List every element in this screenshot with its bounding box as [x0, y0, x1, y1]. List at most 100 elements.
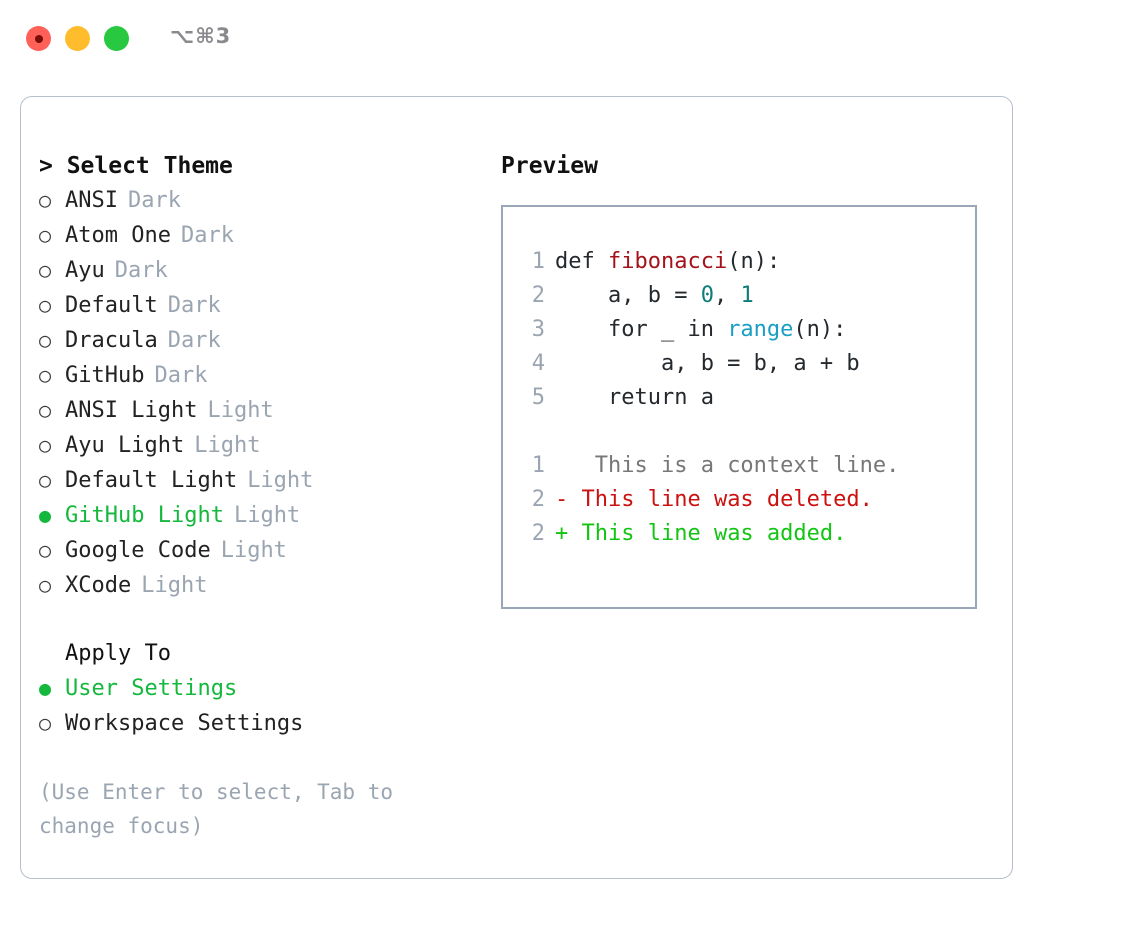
radio-unselected-icon[interactable]: ○ — [39, 398, 52, 422]
theme-option-variant: Dark — [127, 188, 181, 213]
code-token: range — [727, 317, 794, 342]
code-line: 5 return a — [503, 381, 975, 415]
code-token: 0 — [700, 283, 714, 308]
theme-option-default-light[interactable]: ○ Default Light Light — [39, 463, 479, 498]
theme-option-variant: Dark — [114, 258, 168, 283]
apply-to-option-user-settings[interactable]: ● User Settings — [39, 671, 479, 706]
code-token: return a — [555, 385, 714, 410]
diff-line-del: 2- This line was deleted. — [503, 483, 975, 517]
theme-option-ayu[interactable]: ○ Ayu Dark — [39, 253, 479, 288]
radio-unselected-icon[interactable]: ○ — [39, 433, 52, 457]
theme-option-github-light[interactable]: ● GitHub Light Light — [39, 498, 479, 533]
line-number: 2 — [531, 521, 545, 546]
line-number: 3 — [531, 317, 545, 342]
radio-unselected-icon[interactable]: ○ — [39, 538, 52, 562]
radio-unselected-icon[interactable]: ○ — [39, 328, 52, 352]
theme-option-google-code[interactable]: ○ Google Code Light — [39, 533, 479, 568]
code-token: (n): — [793, 317, 847, 342]
code-token: a, b = b, a + b — [555, 351, 860, 376]
close-button[interactable] — [26, 26, 51, 51]
theme-option-default[interactable]: ○ Default Dark — [39, 288, 479, 323]
apply-to-header: Apply To — [65, 641, 171, 666]
code-token: a, b = — [555, 283, 701, 308]
diff-text: This line was deleted. — [568, 487, 873, 512]
diff-text: This line was added. — [568, 521, 847, 546]
apply-to-option-label: Workspace Settings — [65, 711, 304, 736]
diff-marker — [555, 449, 568, 483]
theme-option-ansi[interactable]: ○ ANSI Dark — [39, 183, 479, 218]
window-controls — [26, 26, 129, 51]
diff-text: This is a context line. — [568, 453, 900, 478]
code-line: 1 def fibonacci(n): — [503, 245, 975, 279]
radio-unselected-icon[interactable]: ○ — [39, 363, 52, 387]
theme-option-label: XCode — [65, 573, 132, 598]
theme-option-variant: Light — [220, 538, 287, 563]
radio-unselected-icon[interactable]: ○ — [39, 258, 52, 282]
preview-spacer — [503, 415, 975, 449]
radio-selected-icon[interactable]: ● — [39, 503, 52, 527]
line-number: 2 — [531, 283, 545, 308]
radio-unselected-icon[interactable]: ○ — [39, 573, 52, 597]
theme-option-xcode[interactable]: ○ XCode Light — [39, 568, 479, 603]
select-theme-header: > Select Theme — [39, 153, 233, 179]
radio-unselected-icon[interactable]: ○ — [39, 468, 52, 492]
line-number: 1 — [531, 453, 545, 478]
diff-sample: 1 This is a context line.2- This line wa… — [503, 449, 975, 551]
code-token: fibonacci — [607, 249, 728, 274]
maximize-button[interactable] — [104, 26, 129, 51]
theme-option-label: Dracula — [65, 328, 158, 353]
theme-option-variant: Dark — [180, 223, 234, 248]
radio-unselected-icon[interactable]: ○ — [39, 223, 52, 247]
code-token: 1 — [740, 283, 754, 308]
apply-to-option-label: User Settings — [65, 676, 238, 701]
theme-option-label: Ayu — [65, 258, 105, 283]
code-token: def — [555, 249, 608, 274]
apply-to-section: Apply To ● User Settings ○ Workspace Settin… — [39, 637, 479, 741]
preview-title: Preview — [501, 153, 598, 179]
theme-option-variant: Light — [207, 398, 274, 423]
diff-line-add: 2 + This line was added. — [503, 517, 975, 551]
line-number: 2 — [531, 487, 545, 512]
code-token: , — [713, 283, 741, 308]
diff-marker: - — [555, 487, 569, 512]
radio-unselected-icon[interactable]: ○ — [39, 711, 52, 735]
radio-selected-icon[interactable]: ● — [39, 676, 52, 700]
title-bar: ⌥⌘3 — [0, 0, 1140, 78]
theme-option-label: Ayu Light — [65, 433, 185, 458]
code-token: (n): — [727, 249, 781, 274]
keyboard-shortcut-label: ⌥⌘3 — [170, 24, 232, 48]
apply-to-list[interactable]: ● User Settings ○ Workspace Settings — [39, 671, 479, 741]
line-number: 4 — [531, 351, 545, 376]
theme-option-label: Default Light — [65, 468, 238, 493]
theme-option-variant: Light — [141, 573, 208, 598]
theme-option-variant: Dark — [167, 328, 221, 353]
line-number: 1 — [531, 249, 545, 274]
theme-option-variant: Dark — [154, 363, 208, 388]
diff-marker: + — [555, 521, 569, 546]
theme-option-label: ANSI — [65, 188, 118, 213]
theme-option-variant: Light — [233, 503, 301, 528]
theme-option-label: Google Code — [65, 538, 211, 563]
line-number: 5 — [531, 385, 545, 410]
theme-option-label: Default — [65, 293, 158, 318]
theme-option-dracula[interactable]: ○ Dracula Dark — [39, 323, 479, 358]
code-line: 4 a, b = b, a + b — [503, 347, 975, 381]
theme-option-variant: Dark — [167, 293, 221, 318]
radio-unselected-icon[interactable]: ○ — [39, 293, 52, 317]
diff-line-ctx: 1 This is a context line. — [503, 449, 975, 483]
theme-option-variant: Light — [247, 468, 314, 493]
apply-to-option-workspace-settings[interactable]: ○ Workspace Settings — [39, 706, 479, 741]
minimize-button[interactable] — [65, 26, 90, 51]
theme-option-label: GitHub Light — [65, 503, 224, 528]
radio-unselected-icon[interactable]: ○ — [39, 188, 52, 212]
